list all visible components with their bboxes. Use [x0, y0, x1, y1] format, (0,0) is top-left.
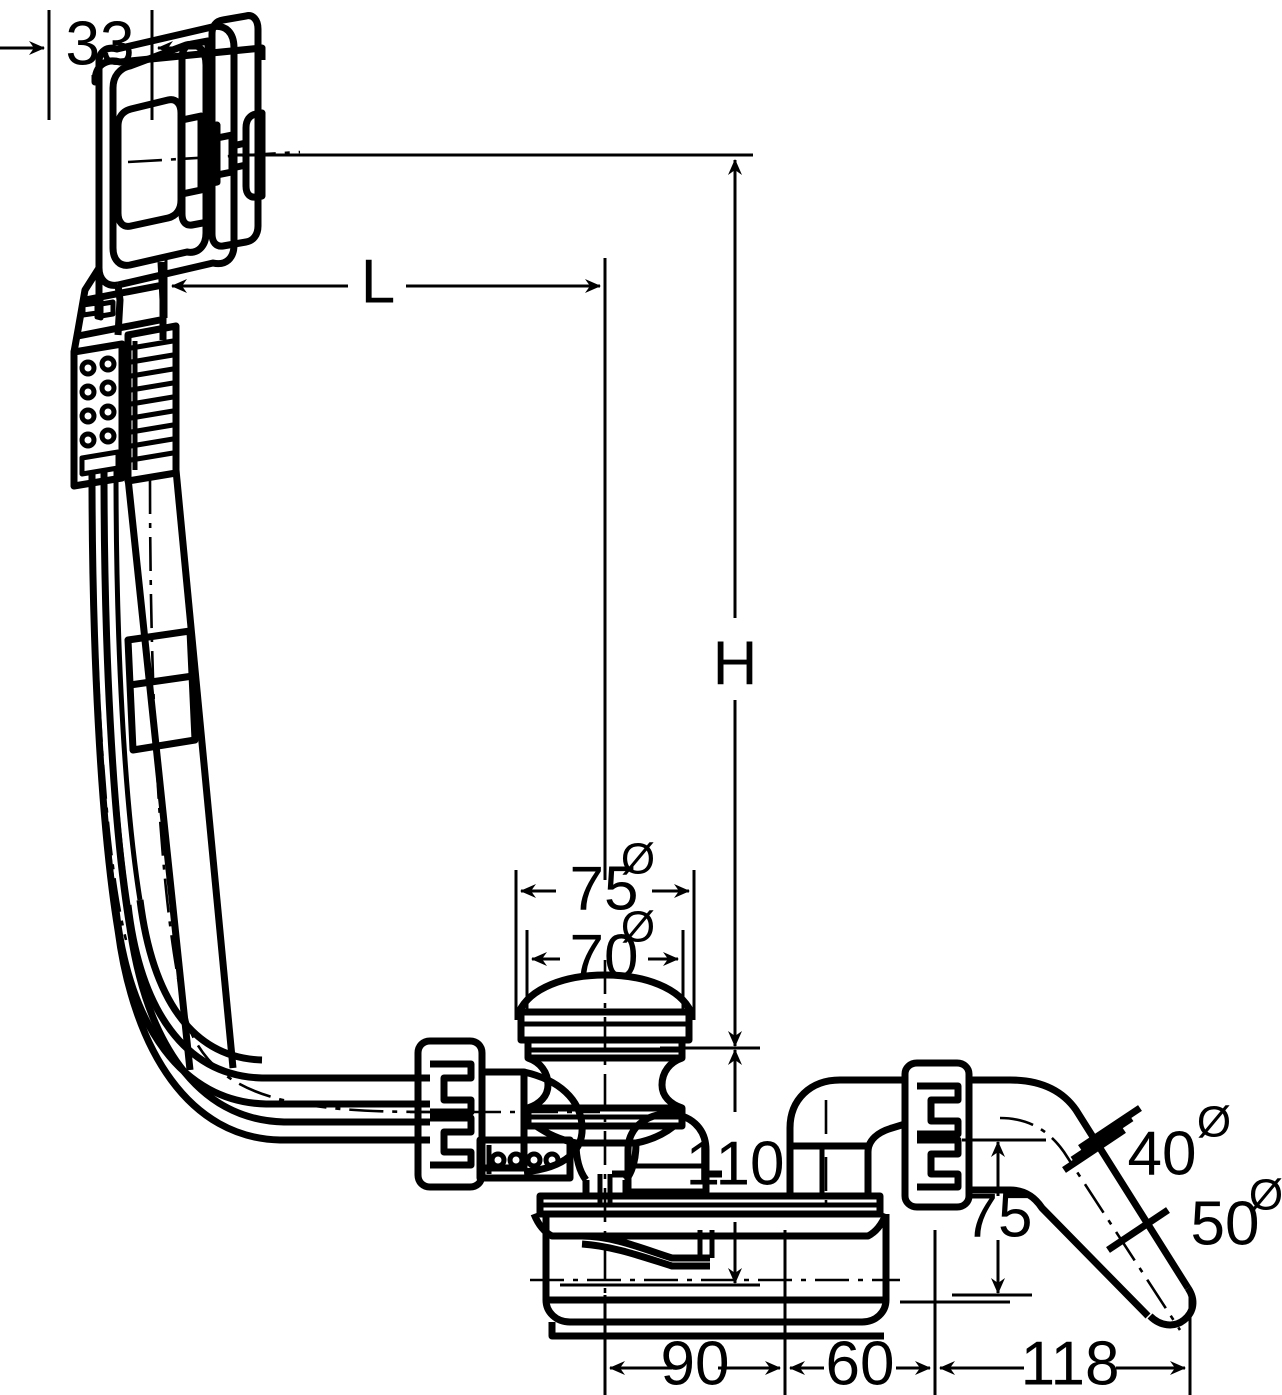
centre-lines: [90, 150, 301, 941]
dimension-90: 90: [609, 1329, 781, 1395]
dimension-90-label: 90: [661, 1329, 730, 1395]
dimension-33-label: 33: [66, 9, 135, 78]
dimension-75-vertical-label: 75: [964, 1181, 1033, 1250]
dimension-75-label: 75: [570, 854, 639, 923]
dimension-75-vertical: 75: [952, 1138, 1046, 1297]
overflow-cover-plate: [91, 12, 266, 300]
dimension-110: 110: [560, 1046, 785, 1287]
outlet-elbow: [780, 1076, 907, 1210]
dimension-H: H: [232, 153, 758, 1047]
diameter-symbol-75: Ø: [621, 835, 655, 884]
dimension-70-label: 70: [570, 922, 639, 991]
dimension-110-label: 110: [686, 1129, 785, 1198]
dimension-L: L: [164, 247, 607, 880]
union-nut-outlet: [901, 1059, 1010, 1211]
dimension-118: 118: [939, 1329, 1186, 1395]
outlet-pipe: [999, 1076, 1197, 1331]
dimension-33: 33: [0, 9, 204, 120]
dimension-75-diameter: 75 Ø: [514, 835, 696, 1020]
diameter-symbol-50: Ø: [1249, 1171, 1282, 1220]
dimension-60-label: 60: [826, 1329, 895, 1395]
dimension-40-diameter: 40 Ø: [1128, 1098, 1232, 1189]
union-nut-inlet: [410, 1037, 600, 1191]
dimension-70-diameter: 70 Ø: [525, 903, 685, 1014]
dimension-40-label: 40: [1128, 1119, 1197, 1188]
dimension-50-diameter: 50 Ø: [1191, 1171, 1282, 1259]
dimension-L-label: L: [361, 247, 395, 316]
overflow-pipe: [88, 469, 431, 1144]
dimension-60: 60: [789, 1329, 931, 1395]
trap-body: [530, 1192, 900, 1340]
dimension-50-label: 50: [1191, 1189, 1260, 1258]
dimension-118-label: 118: [1021, 1329, 1120, 1395]
dimension-chain-bottom: 90 60 118: [580, 1230, 1192, 1395]
dimension-H-label: H: [713, 629, 758, 698]
waste-body: [572, 960, 722, 1320]
diameter-symbol-40: Ø: [1197, 1098, 1231, 1147]
diameter-symbol-70: Ø: [621, 903, 655, 952]
